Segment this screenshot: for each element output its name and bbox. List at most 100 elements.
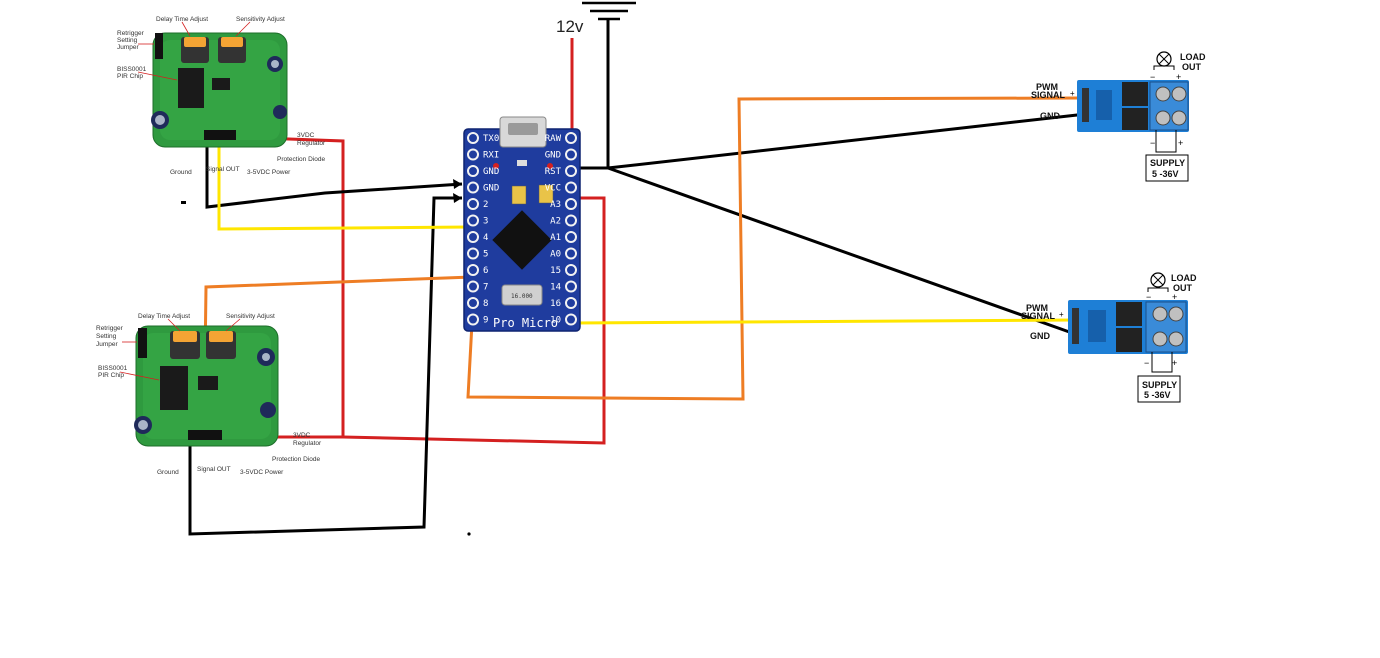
signal-label: Signal OUT: [197, 466, 231, 473]
wire-power-pir-2: [218, 196, 606, 445]
pir-header: [204, 130, 236, 140]
wire-pwm-mosfet-1: [466, 96, 1081, 401]
jumper-label-3: Jumper: [117, 44, 140, 51]
supply-label-1: SUPPLY: [1150, 158, 1185, 168]
chip-label-1: BISS0001: [98, 365, 128, 372]
pwm-plus: +: [1059, 310, 1064, 319]
jumper-label-1: Retrigger: [117, 30, 145, 37]
arrowhead-gnd-2: [453, 193, 462, 203]
stray-dot-2: [467, 532, 471, 536]
diode-label: Protection Diode: [277, 156, 325, 163]
left-pin-label: TX0: [483, 134, 499, 144]
left-pin-hole: [467, 247, 479, 260]
wire-pwm-mosfet-2: [573, 318, 1076, 325]
left-pin-hole: [467, 132, 479, 144]
stray-dot-1: [181, 201, 186, 204]
left-pin-label: RXI: [483, 151, 499, 161]
left-pin-label: 3: [483, 217, 488, 227]
mosfet-module-2: LOAD OUT − + SUPPLY 5 -36V − + PWM SIGNA…: [1021, 272, 1197, 403]
left-pin-label: GND: [483, 167, 499, 177]
arrowhead-gnd: [453, 179, 462, 189]
right-pin-label: A2: [550, 217, 561, 227]
regulator-label-1: 3VDC: [293, 432, 311, 439]
delay-label: Delay Time Adjust: [156, 16, 208, 23]
diode-label: Protection Diode: [272, 456, 320, 463]
regulator-label-2: Regulator: [293, 440, 322, 447]
right-pin-label: 10: [550, 316, 561, 326]
signal-label: Signal OUT: [206, 166, 240, 173]
load-label-2: OUT: [1182, 62, 1202, 72]
wire-gnd-mosfet-1: [578, 112, 1087, 170]
right-pin-label: VCC: [545, 184, 561, 194]
pir-sensor-module-2: Delay Time Adjust Sensitivity Adjust Ret…: [96, 313, 322, 476]
mosfet-transistor: [1116, 302, 1142, 326]
gnd-label: GND: [1040, 111, 1061, 121]
left-pin-label: 2: [483, 200, 488, 210]
supply-plus: +: [1172, 358, 1177, 368]
supply-minus: −: [1144, 358, 1149, 368]
jumper-label-1: Retrigger: [96, 325, 124, 332]
left-pin-hole: [467, 198, 479, 210]
supply-label-1: SUPPLY: [1142, 380, 1177, 390]
right-pin-hole: [565, 181, 577, 194]
supply-label-2: 5 -36V: [1152, 169, 1179, 179]
supply-minus: −: [1150, 138, 1155, 148]
left-pin-hole: [467, 313, 479, 326]
right-pin-hole: [565, 231, 577, 243]
wire-ground-pir-1: [205, 139, 463, 209]
sensitivity-label: Sensitivity Adjust: [236, 16, 285, 23]
regulator-label-2: Regulator: [297, 140, 326, 147]
jumper-label-3: Jumper: [96, 341, 119, 348]
gnd-label: GND: [1030, 331, 1051, 341]
left-pin-label: 8: [483, 299, 488, 309]
right-pin-hole: [565, 165, 577, 177]
biss0001-chip: [160, 366, 188, 410]
wire-gnd-mosfet-2: [607, 166, 1076, 336]
right-pin-hole: [565, 297, 577, 309]
left-pin-label: 5: [483, 250, 488, 260]
ground-label: Ground: [157, 469, 179, 476]
left-pin-hole: [467, 148, 479, 161]
right-pin-hole: [565, 214, 577, 227]
right-pin-hole: [565, 132, 577, 144]
left-pin-hole: [467, 231, 479, 243]
jumper-label-2: Setting: [96, 333, 117, 340]
right-pin-label: GND: [545, 151, 561, 161]
right-pin-label: 14: [550, 283, 561, 293]
load-plus: +: [1176, 72, 1181, 82]
delay-label: Delay Time Adjust: [138, 313, 190, 320]
load-plus: +: [1172, 292, 1177, 302]
ground-symbol: [582, 1, 636, 21]
pro-micro-label: Pro Micro: [493, 316, 558, 330]
left-pin-hole: [467, 165, 479, 177]
load-label-1: LOAD: [1171, 273, 1197, 283]
biss0001-chip: [178, 68, 204, 108]
wires: [181, 20, 1087, 536]
jumper-label-2: Setting: [117, 37, 138, 44]
ground-label: Ground: [170, 169, 192, 176]
retrigger-jumper: [155, 33, 163, 59]
wire-signal-pir-1: [217, 139, 471, 231]
right-pin-label: A0: [550, 250, 561, 260]
pir-sensor-module-1: Delay Time Adjust Sensitivity Adjust Ret…: [117, 16, 326, 176]
sensitivity-label: Sensitivity Adjust: [226, 313, 275, 320]
regulator-label-1: 3VDC: [297, 132, 315, 139]
right-pin-label: RAW: [545, 134, 562, 144]
pwm-label-1: PWM: [1026, 303, 1048, 313]
right-pin-label: 15: [550, 266, 561, 276]
wire-ground-pir-2: [188, 196, 462, 536]
left-pin-label: GND: [483, 184, 499, 194]
power-label: 3-5VDC Power: [240, 469, 284, 476]
mosfet-module-1: LOAD OUT − + SUPPLY 5 -36V − + PWM SIGNA…: [1031, 51, 1206, 182]
atmega32u4-chip: [492, 210, 552, 270]
left-pin-hole: [467, 181, 479, 194]
mosfet-transistor: [1122, 82, 1148, 106]
crystal-label: 16.000: [511, 293, 533, 300]
right-pin-hole: [565, 313, 577, 326]
chip-label-2: PIR Chip: [117, 73, 143, 80]
right-pin-label: A1: [550, 233, 561, 243]
right-pin-label: A3: [550, 200, 561, 210]
supply-plus: +: [1178, 138, 1183, 148]
